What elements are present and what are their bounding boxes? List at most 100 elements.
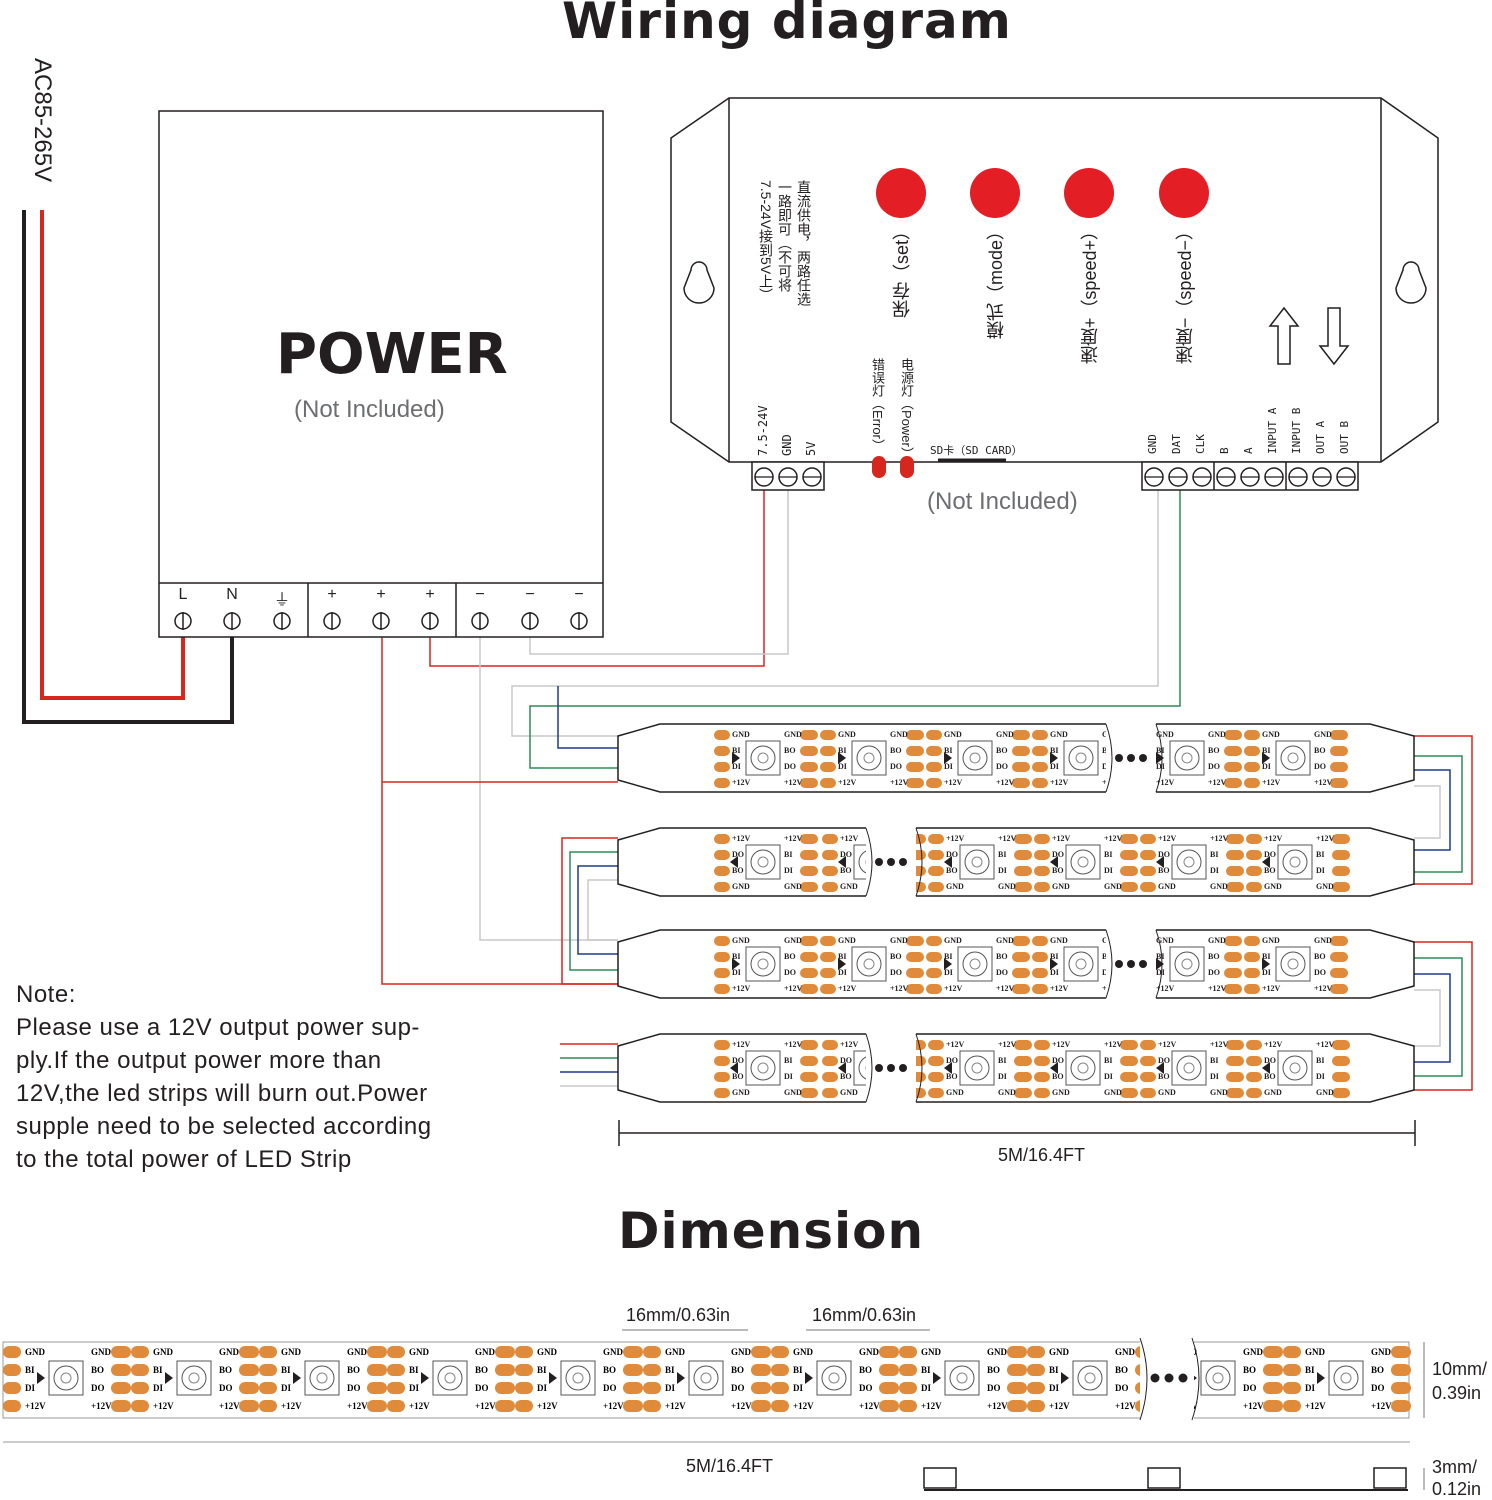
terminal-screw — [174, 612, 192, 630]
pad-label: GND — [1305, 1347, 1326, 1357]
pad-label: GND — [987, 1347, 1008, 1357]
solder-pad — [1027, 1364, 1045, 1376]
direction-arrow-icon — [1050, 1062, 1058, 1074]
pad-label: +12V — [1104, 1040, 1123, 1049]
chip-die — [1183, 856, 1195, 868]
direction-arrow-icon — [1050, 752, 1058, 764]
dc-terminal-label: 7.5-24V — [756, 405, 770, 456]
chip-die — [757, 856, 769, 868]
solder-pad — [800, 936, 818, 946]
solder-pad — [714, 778, 730, 788]
led-chip — [1065, 1050, 1101, 1086]
chip-lens — [693, 1365, 719, 1391]
pad-label: GND — [890, 936, 908, 945]
pad-label: BI — [1262, 952, 1270, 961]
solder-pad — [1224, 968, 1242, 978]
pad-label: +12V — [732, 834, 751, 843]
solder-pad — [820, 730, 836, 740]
pad-label: +12V — [1316, 1040, 1335, 1049]
pad-label: BO — [732, 866, 744, 875]
solder-pad — [1244, 936, 1260, 946]
terminal-screw — [273, 612, 291, 630]
pad-label: +12V — [732, 984, 751, 993]
pad-label: +12V — [1049, 1401, 1070, 1411]
pad-label: GND — [1158, 882, 1176, 891]
pad-label: BI — [998, 850, 1006, 859]
chip-die — [956, 1372, 968, 1384]
solder-pad — [771, 1346, 789, 1358]
solder-pad — [1246, 1072, 1262, 1082]
pad-label: DI — [1104, 866, 1113, 875]
direction-arrow-icon — [933, 1372, 941, 1384]
solder-pad — [643, 1346, 661, 1358]
solder-pad — [1332, 1056, 1350, 1066]
ac-wire-neutral — [22, 210, 234, 724]
pad-label: GND — [1104, 882, 1122, 891]
solder-pad — [1140, 1072, 1156, 1082]
ground-bus — [479, 622, 618, 941]
mount-hole-right — [1395, 261, 1427, 304]
direction-arrow-icon — [1262, 752, 1270, 764]
led-strips-layer: GNDBIDI+12VGNDBODO+12VGNDBIDI+12VGNDBODO… — [617, 722, 1416, 1146]
solder-pad — [1007, 1382, 1027, 1394]
solder-pad — [1014, 1056, 1032, 1066]
loop-right-2-red — [1414, 941, 1473, 1091]
pad-label: BO — [946, 866, 958, 875]
chip-lens — [1068, 745, 1094, 771]
dc-note-line: 一路即可（不可将 — [777, 180, 793, 292]
pad-label: GND — [840, 882, 858, 891]
pad-label: GND — [731, 1347, 752, 1357]
solder-pad — [906, 746, 924, 756]
ellipsis-dot — [875, 858, 883, 866]
solder-pad — [899, 1382, 917, 1394]
pad-label: BO — [1158, 866, 1170, 875]
pad-label: GND — [1115, 1347, 1136, 1357]
direction-arrow-icon — [1156, 752, 1164, 764]
solder-pad — [1330, 984, 1348, 994]
solder-pad — [1012, 936, 1030, 946]
solder-pad — [899, 1364, 917, 1376]
chip-die — [971, 856, 983, 868]
pad-label: DO — [946, 850, 958, 859]
pad-label: DI — [1050, 762, 1059, 771]
pad-label: BI — [784, 850, 792, 859]
solder-pad — [1330, 952, 1348, 962]
power-terminal-label: + — [327, 586, 337, 603]
power-led-label: 电源灯（Power） — [899, 358, 914, 460]
pad-label: +12V — [1243, 1401, 1264, 1411]
pad-label: BI — [409, 1365, 419, 1375]
ellipsis-dot — [887, 858, 895, 866]
solder-pad — [367, 1382, 387, 1394]
solder-pad — [367, 1400, 387, 1412]
signal-terminal-label: B — [1218, 447, 1231, 454]
pad-label: BI — [998, 1056, 1006, 1065]
solder-pad — [1226, 1040, 1244, 1050]
solder-pad — [1140, 834, 1156, 844]
solder-pad — [800, 746, 818, 756]
power-not-included: (Not Included) — [294, 396, 445, 423]
pad-label: GND — [1371, 1347, 1392, 1357]
sd-not-included: (Not Included) — [927, 488, 1078, 515]
pad-label: DO — [859, 1383, 873, 1393]
chip-lens — [437, 1365, 463, 1391]
ellipsis-dot — [1127, 754, 1135, 762]
pad-label: GND — [1262, 936, 1280, 945]
solder-pad — [1012, 762, 1030, 772]
pad-label: DO — [475, 1383, 489, 1393]
terminal-screw — [421, 612, 439, 630]
led-chip — [1171, 1050, 1207, 1086]
chip-die — [1340, 1372, 1352, 1384]
pad-label: GND — [1264, 882, 1282, 891]
solder-pad — [820, 762, 836, 772]
signal-dat — [529, 490, 1181, 769]
solder-pad — [3, 1400, 21, 1412]
pad-label: BI — [1210, 850, 1218, 859]
pad-label: +12V — [347, 1401, 368, 1411]
solder-pad — [1012, 968, 1030, 978]
solder-pad — [1014, 1040, 1032, 1050]
pad-label: GND — [784, 882, 802, 891]
